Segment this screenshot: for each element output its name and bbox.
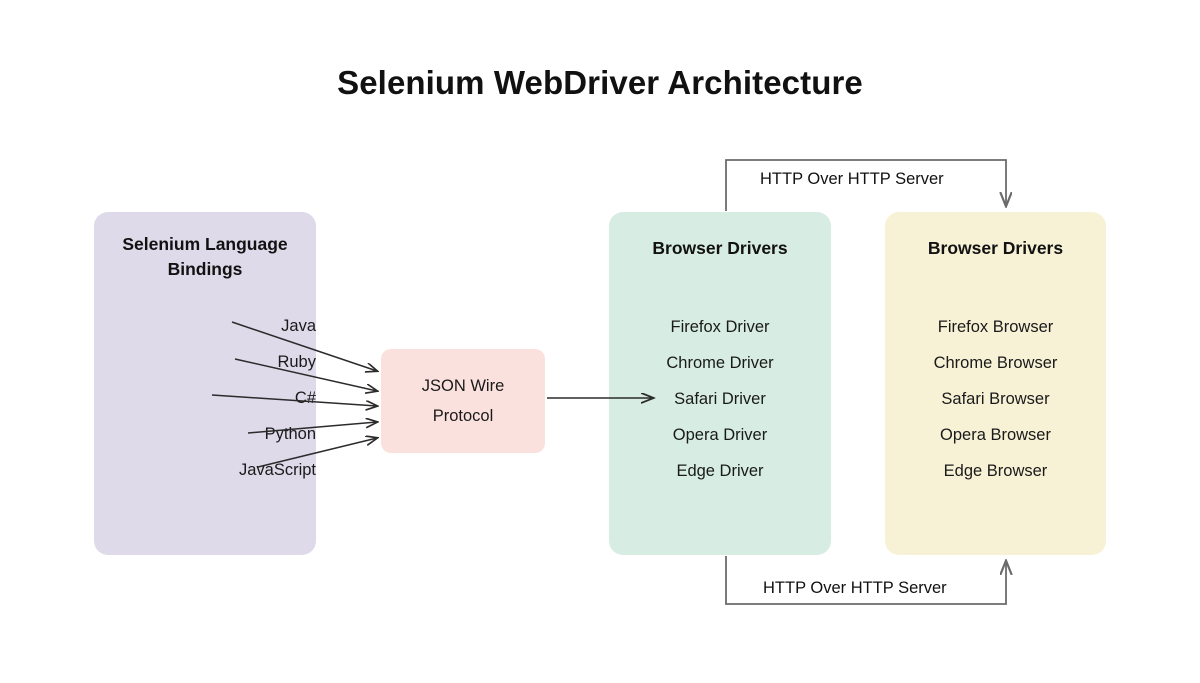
protocol-label-line2: Protocol: [432, 407, 494, 425]
protocol-label-line1: JSON Wire: [421, 377, 505, 395]
list-item: Java: [281, 317, 316, 335]
browsers-panel: Browser Drivers Firefox Browser Chrome B…: [885, 212, 1106, 555]
list-item: Opera Driver: [672, 426, 768, 444]
selenium-language-bindings-panel: Selenium Language Bindings Java Ruby C# …: [94, 212, 316, 555]
bindings-list: Java Ruby C# Python JavaScript: [94, 308, 330, 488]
list-item: Opera Browser: [940, 426, 1051, 444]
bindings-panel-title: Selenium Language Bindings: [122, 234, 288, 279]
list-item: C#: [294, 389, 316, 407]
list-item: Python: [264, 425, 316, 443]
bottom-connector-label: HTTP Over HTTP Server: [763, 579, 947, 597]
list-item: Edge Driver: [676, 462, 764, 480]
json-wire-protocol-box: JSON Wire Protocol: [381, 349, 545, 453]
list-item: Firefox Browser: [937, 318, 1054, 336]
protocol-label: JSON Wire Protocol: [381, 349, 545, 453]
list-item: Chrome Driver: [666, 354, 774, 372]
list-item: Ruby: [277, 353, 316, 371]
browser-drivers-panel: Browser Drivers Firefox Driver Chrome Dr…: [609, 212, 831, 555]
list-item: Firefox Driver: [670, 318, 770, 336]
list-item: Safari Driver: [674, 390, 766, 408]
drivers-panel-title: Browser Drivers: [652, 238, 788, 258]
browsers-panel-title: Browser Drivers: [927, 238, 1064, 258]
list-item: Edge Browser: [943, 462, 1048, 480]
drivers-list: Firefox Driver Chrome Driver Safari Driv…: [609, 309, 831, 489]
browsers-list: Firefox Browser Chrome Browser Safari Br…: [885, 309, 1106, 489]
list-item: Safari Browser: [941, 390, 1050, 408]
page-title: Selenium WebDriver Architecture: [337, 64, 863, 101]
list-item: JavaScript: [238, 461, 316, 479]
list-item: Chrome Browser: [933, 354, 1058, 372]
top-connector-label: HTTP Over HTTP Server: [760, 170, 944, 188]
